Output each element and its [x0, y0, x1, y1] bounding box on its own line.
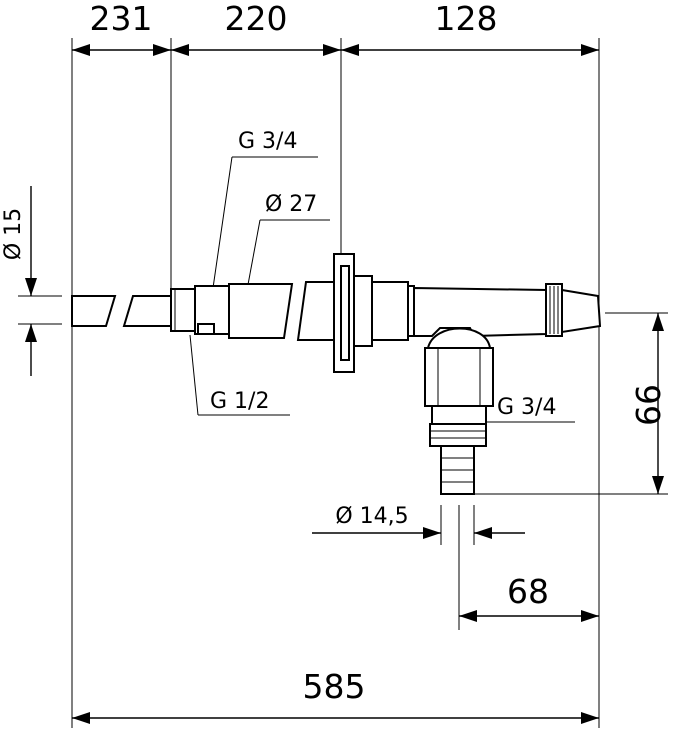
- label-diameter-27: Ø 27: [265, 192, 317, 217]
- dim-220: 220: [225, 0, 288, 38]
- overall-dimension: 585: [72, 667, 599, 724]
- dim-585: 585: [303, 667, 366, 706]
- extension-lines: [18, 38, 668, 728]
- valve-handle: [561, 288, 602, 334]
- outlet-body: [424, 347, 494, 407]
- outlet-nut: [431, 405, 487, 425]
- inlet-pipe-segment-1: [71, 295, 117, 327]
- outlet-dome: [426, 327, 492, 349]
- inlet-diameter-dimension: Ø 15: [1, 186, 37, 376]
- dim-nozzle-diameter: Ø 14,5: [335, 504, 408, 529]
- label-g34-outlet: G 3/4: [497, 395, 556, 420]
- outlet-thread: [429, 423, 487, 447]
- dim-68: 68: [507, 572, 549, 611]
- outlet-offset-dimension: 68: [459, 572, 599, 622]
- label-g34-inlet: G 3/4: [238, 129, 297, 154]
- main-tube: [228, 283, 294, 339]
- wall-flange-inner: [340, 265, 350, 361]
- height-dimension: 99: [628, 313, 667, 494]
- dim-231: 231: [90, 0, 153, 38]
- callouts: G 3/4 Ø 27 G 1/2 G 3/4: [189, 129, 575, 423]
- top-dimension-row: 231 220 128: [72, 0, 599, 56]
- dim-99: 99: [628, 384, 667, 426]
- nozzle-diameter-dimension: Ø 14,5: [312, 504, 525, 539]
- dim-inlet-diameter: Ø 15: [1, 208, 26, 260]
- inlet-pipe-segment-2: [122, 295, 172, 327]
- faucet-drawing: [71, 253, 602, 495]
- dim-128: 128: [435, 0, 498, 38]
- main-tube-far: [296, 281, 335, 341]
- label-g12: G 1/2: [210, 389, 269, 414]
- valve-body: [413, 286, 547, 338]
